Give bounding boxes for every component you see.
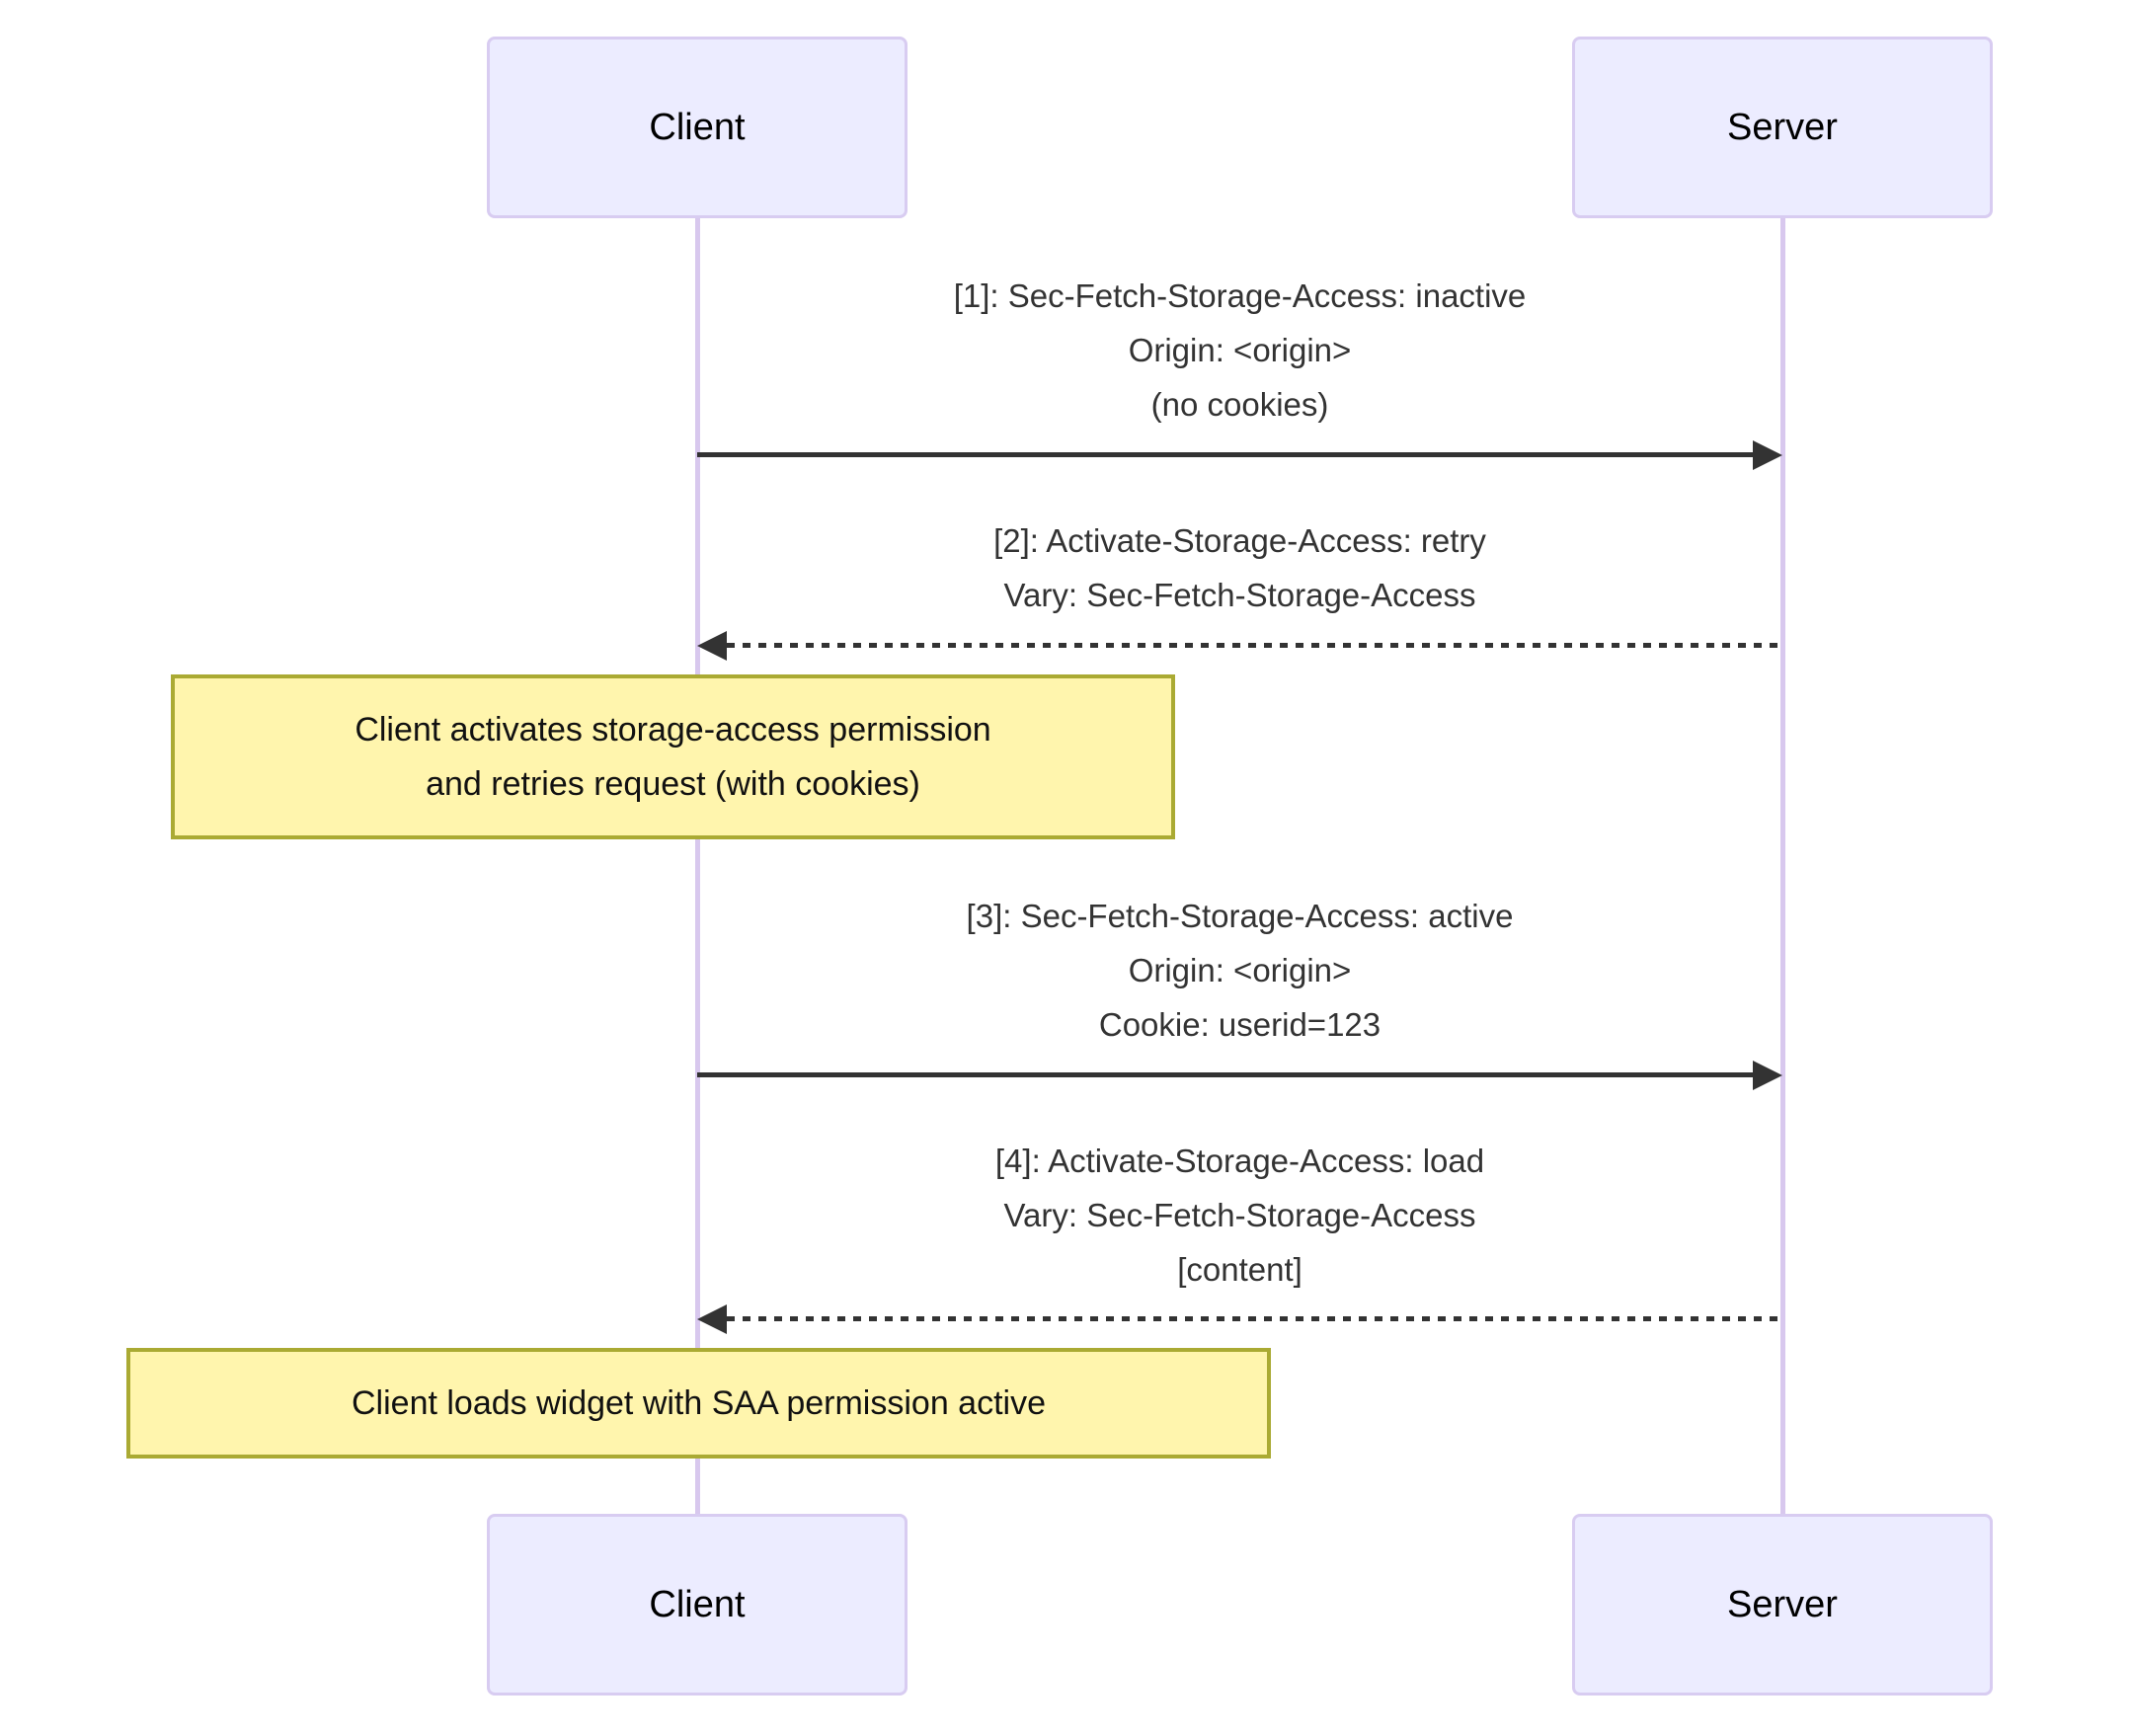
actor-box-client-bottom: Client: [487, 1514, 908, 1696]
message-4-line-1: [4]: Activate-Storage-Access: load: [994, 1143, 1485, 1179]
note-widget-loaded: Client loads widget with SAA permission …: [126, 1348, 1271, 1459]
arrowhead-left-icon: [697, 1304, 727, 1334]
message-2-line-1: [2]: Activate-Storage-Access: retry: [993, 522, 1486, 559]
actor-box-server-bottom: Server: [1572, 1514, 1993, 1696]
arrowhead-right-icon: [1753, 440, 1782, 470]
actor-label-client-bottom: Client: [649, 1583, 746, 1625]
note-2-line-1: Client loads widget with SAA permission …: [352, 1383, 1046, 1422]
message-4-label: [4]: Activate-Storage-Access: load Vary:…: [697, 1134, 1782, 1297]
message-2-line-2: Vary: Sec-Fetch-Storage-Access: [1003, 577, 1476, 613]
message-3-label: [3]: Sec-Fetch-Storage-Access: active Or…: [697, 889, 1782, 1052]
lifeline-server: [1780, 218, 1785, 1514]
message-2-label: [2]: Activate-Storage-Access: retry Vary…: [697, 513, 1782, 622]
message-1-line-2: Origin: <origin>: [1128, 332, 1352, 368]
actor-box-client-top: Client: [487, 37, 908, 218]
actor-label-client-top: Client: [649, 106, 746, 148]
message-4-line-2: Vary: Sec-Fetch-Storage-Access: [1003, 1197, 1476, 1233]
lifeline-client: [695, 218, 700, 1514]
note-1-line-2: and retries request (with cookies): [426, 764, 920, 803]
arrowhead-left-icon: [697, 631, 727, 661]
message-1-line-3: (no cookies): [1150, 386, 1329, 423]
message-3-line-1: [3]: Sec-Fetch-Storage-Access: active: [966, 898, 1514, 934]
message-1-label: [1]: Sec-Fetch-Storage-Access: inactive …: [697, 269, 1782, 432]
arrowhead-right-icon: [1753, 1061, 1782, 1090]
message-4-line-3: [content]: [1177, 1251, 1302, 1288]
actor-label-server-top: Server: [1727, 106, 1838, 148]
actor-box-server-top: Server: [1572, 37, 1993, 218]
note-storage-access-permission: Client activates storage-access permissi…: [171, 674, 1175, 839]
message-1-arrow-line: [697, 452, 1753, 457]
note-1-line-1: Client activates storage-access permissi…: [355, 710, 991, 749]
message-3-line-3: Cookie: userid=123: [1098, 1006, 1381, 1043]
message-1-line-1: [1]: Sec-Fetch-Storage-Access: inactive: [953, 277, 1527, 314]
message-4-arrow-line: [727, 1316, 1782, 1321]
message-3-line-2: Origin: <origin>: [1128, 952, 1352, 988]
actor-label-server-bottom: Server: [1727, 1583, 1838, 1625]
message-3-arrow-line: [697, 1072, 1753, 1077]
message-2-arrow-line: [727, 643, 1782, 648]
